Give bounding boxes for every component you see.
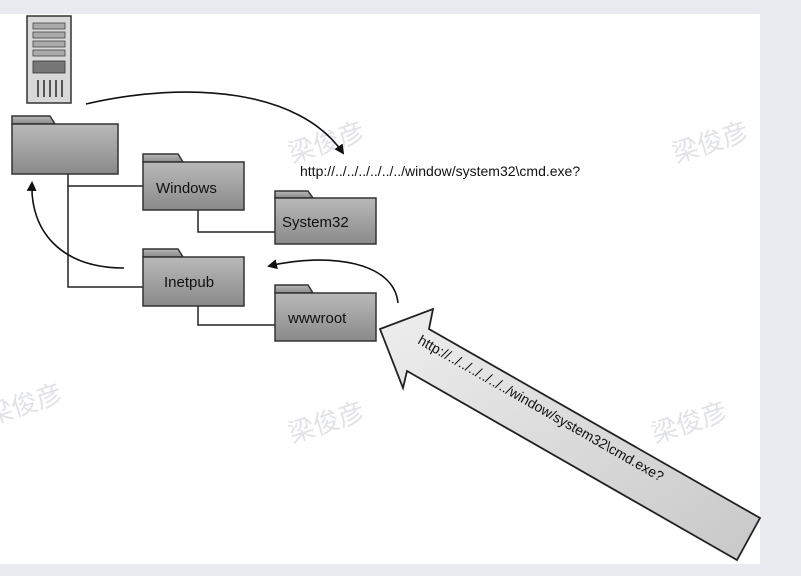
server-icon (26, 15, 72, 104)
root-folder-icon (11, 115, 119, 175)
folder-windows: Windows (142, 153, 245, 211)
url-text-top: http://../../../../../../window/system32… (300, 163, 580, 179)
folder-label-system32: System32 (282, 214, 349, 231)
folder-wwwroot: wwwroot (274, 284, 377, 342)
tree-connectors (67, 174, 275, 326)
arrow-up-to-root (26, 181, 125, 269)
traversal-arrows (26, 91, 399, 304)
folder-label-wwwroot: wwwroot (287, 310, 347, 327)
arrow-to-inetpub (267, 259, 399, 304)
folder-label-inetpub: Inetpub (164, 274, 214, 291)
folder-inetpub: Inetpub (142, 248, 245, 307)
arrow-to-url (85, 91, 345, 155)
folder-label-windows: Windows (156, 180, 217, 197)
folder-system32: System32 (274, 190, 377, 245)
